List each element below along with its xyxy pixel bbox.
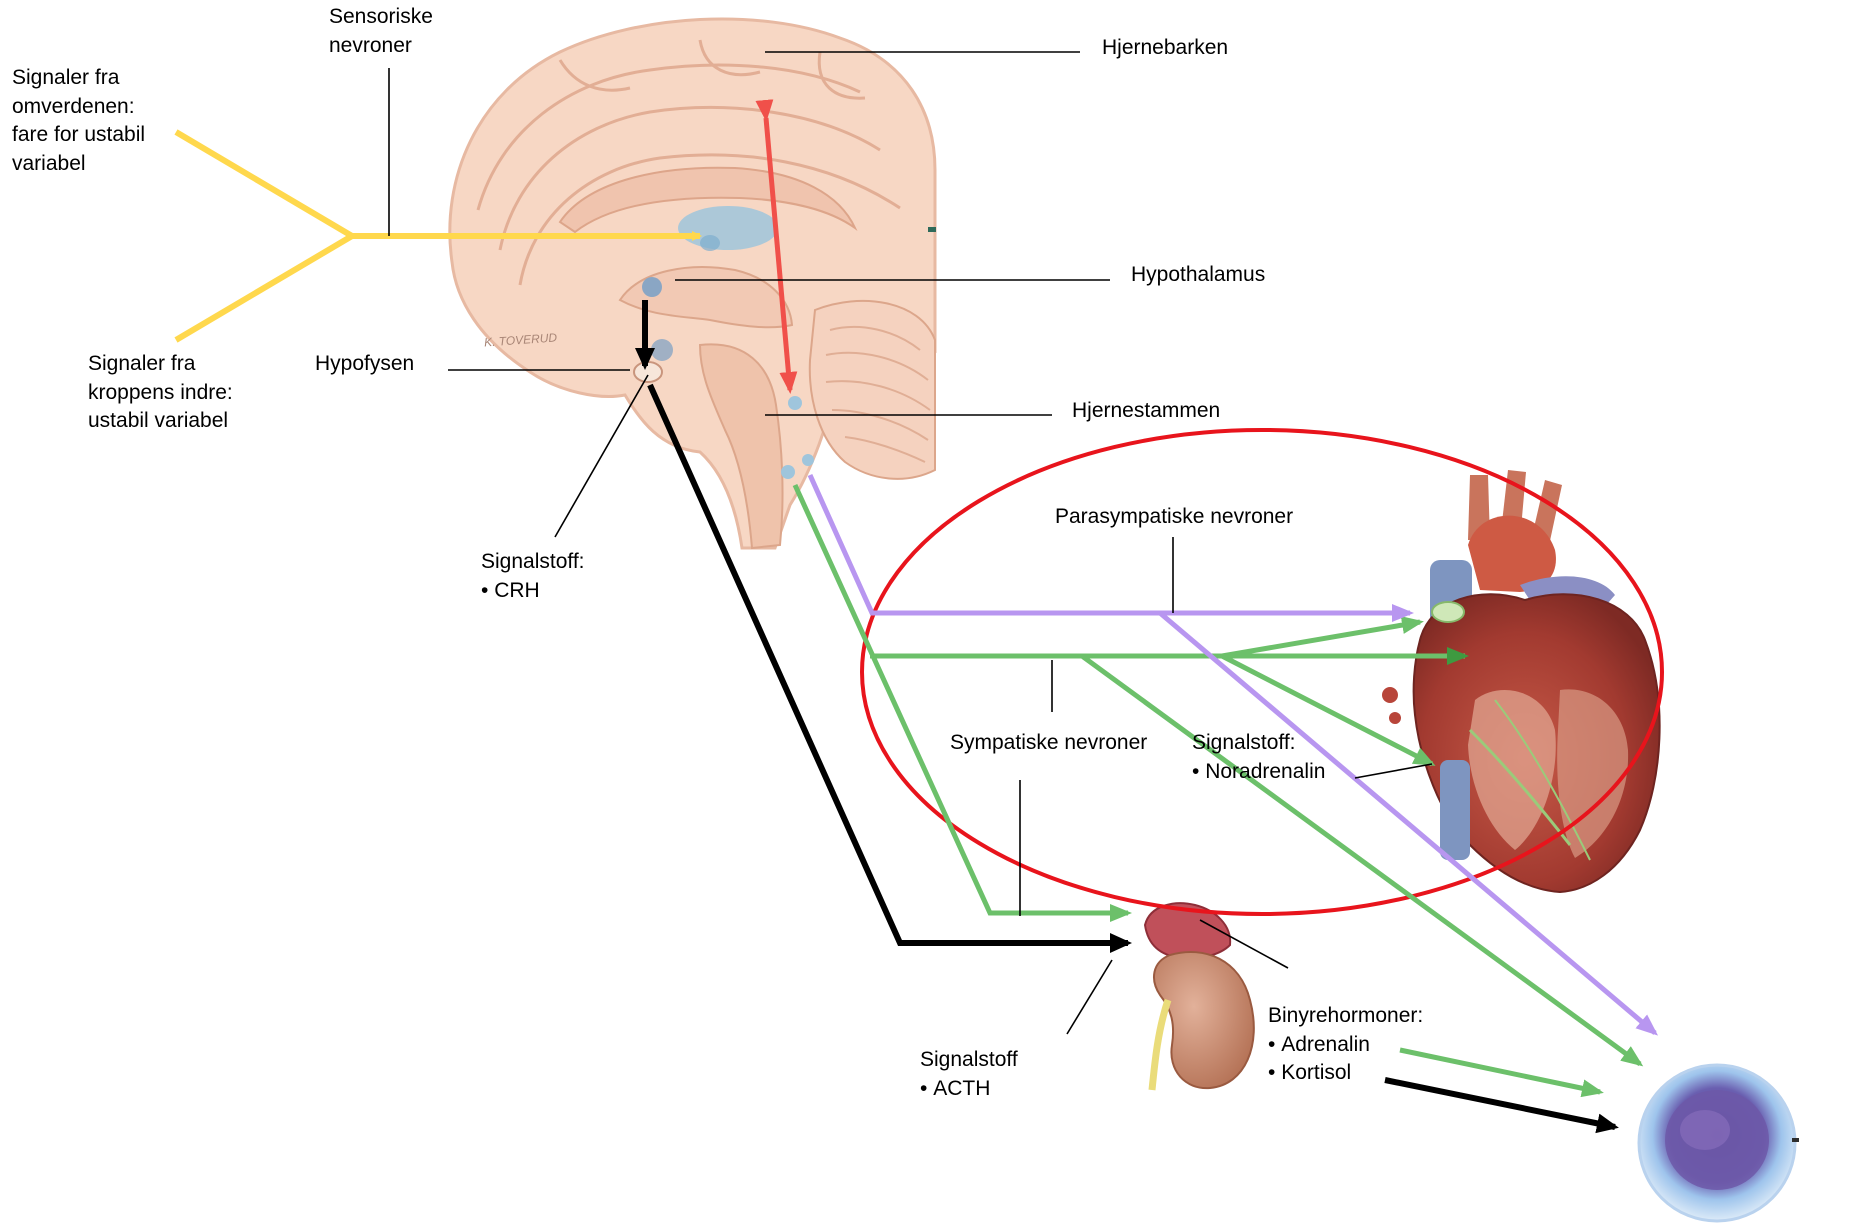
label-signalstoff-acth: Signalstoff ACTH bbox=[920, 1046, 1018, 1103]
binyrehormoner-item-kortisol: Kortisol bbox=[1268, 1059, 1423, 1088]
label-omverdenen-line4: variabel bbox=[12, 150, 145, 179]
label-omverdenen-line2: omverdenen: bbox=[12, 93, 145, 122]
ventricle bbox=[678, 206, 778, 250]
target-cell-illustration bbox=[1639, 1065, 1799, 1221]
crh-heading: Signalstoff: bbox=[481, 548, 585, 577]
label-signaler-omverdenen: Signaler fra omverdenen: fare for ustabi… bbox=[12, 64, 145, 178]
kidney-adrenal-illustration bbox=[1145, 903, 1254, 1090]
noradrenalin-item: Noradrenalin bbox=[1192, 758, 1325, 787]
label-sympatiske-nevroner: Sympatiske nevroner bbox=[950, 729, 1147, 758]
label-hypofysen: Hypofysen bbox=[315, 350, 414, 379]
label-omverdenen-line3: fare for ustabil bbox=[12, 121, 145, 150]
acth-heading: Signalstoff bbox=[920, 1046, 1018, 1075]
label-signalstoff-noradrenalin: Signalstoff: Noradrenalin bbox=[1192, 729, 1325, 786]
hypothalamus-dot bbox=[642, 277, 662, 297]
label-kroppens-line3: ustabil variabel bbox=[88, 407, 233, 436]
binyrehormoner-heading: Binyrehormoner: bbox=[1268, 1002, 1423, 1031]
kidney bbox=[1154, 952, 1254, 1088]
label-binyrehormoner: Binyrehormoner: Adrenalin Kortisol bbox=[1268, 1002, 1423, 1088]
label-sensoriske-line1: Sensoriske bbox=[329, 3, 433, 32]
heart-illustration bbox=[1382, 470, 1660, 892]
label-hypothalamus: Hypothalamus bbox=[1131, 261, 1265, 290]
crh-item: CRH bbox=[481, 577, 585, 606]
label-kroppens-line1: Signaler fra bbox=[88, 350, 233, 379]
label-omverdenen-line1: Signaler fra bbox=[12, 64, 145, 93]
label-hjernestammen: Hjernestammen bbox=[1072, 397, 1220, 426]
label-sensoriske-line2: nevroner bbox=[329, 32, 433, 61]
cerebellum bbox=[810, 301, 935, 479]
noradrenalin-heading: Signalstoff: bbox=[1192, 729, 1325, 758]
label-sensoriske-nevroner: Sensoriske nevroner bbox=[329, 3, 433, 60]
label-signaler-kroppens-indre: Signaler fra kroppens indre: ustabil var… bbox=[88, 350, 233, 436]
acth-item: ACTH bbox=[920, 1075, 1018, 1104]
brain-illustration bbox=[450, 19, 936, 548]
label-signalstoff-crh: Signalstoff: CRH bbox=[481, 548, 585, 605]
label-kroppens-line2: kroppens indre: bbox=[88, 379, 233, 408]
binyrehormoner-item-adrenalin: Adrenalin bbox=[1268, 1031, 1423, 1060]
label-hjernebarken: Hjernebarken bbox=[1102, 34, 1228, 63]
label-parasympatiske-nevroner: Parasympatiske nevroner bbox=[1055, 503, 1293, 532]
